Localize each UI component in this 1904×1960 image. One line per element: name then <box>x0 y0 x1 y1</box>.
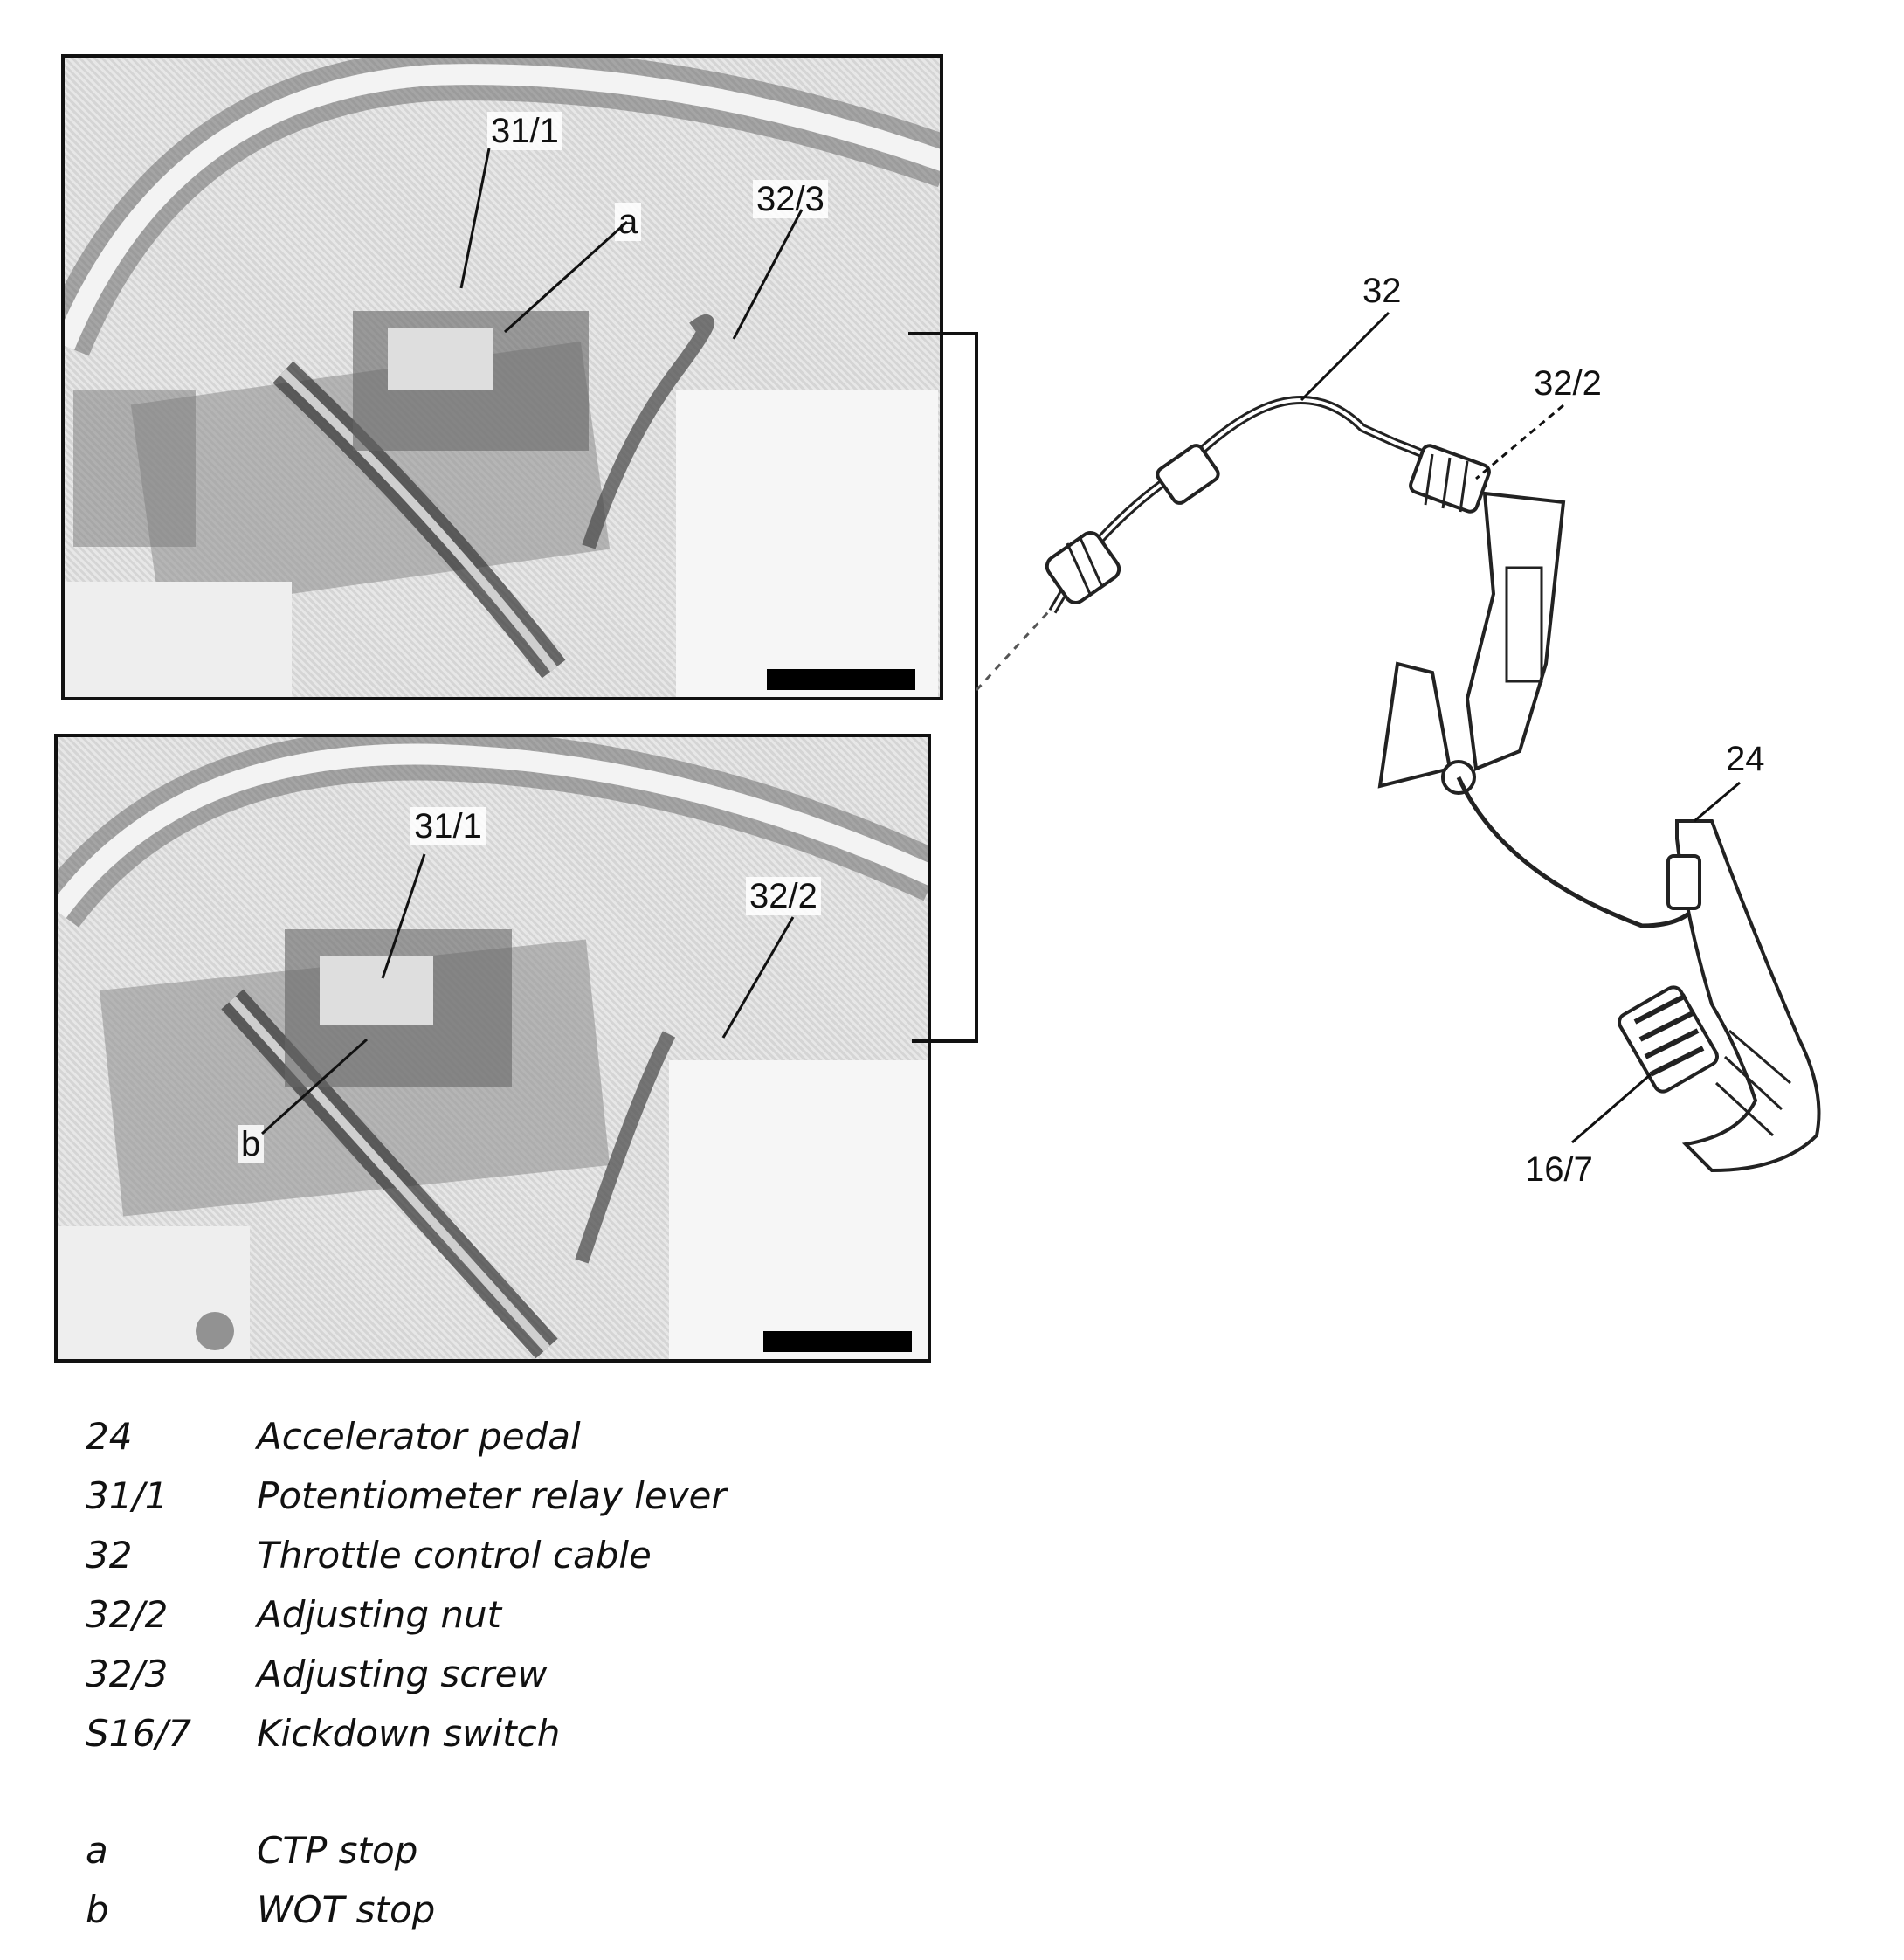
cable-end-boot <box>1045 444 1220 604</box>
legend-row: S16/7 Kickdown switch <box>86 1712 1046 1764</box>
legend-description: Throttle control cable <box>257 1534 652 1577</box>
legend-row: 31/1 Potentiometer relay lever <box>86 1474 1046 1527</box>
accelerator-pedal-drawing <box>1666 819 1821 1173</box>
callout-31-1-top: 31/1 <box>487 112 562 150</box>
leader-24 <box>1694 781 1741 823</box>
engine-photo-top: 31/1 32/3 a <box>61 54 943 700</box>
legend-code: a <box>86 1829 108 1872</box>
leader-32-2-drawing <box>1475 404 1564 480</box>
adjusting-nut-drawing <box>1409 444 1491 514</box>
legend-code: b <box>86 1888 109 1931</box>
throttle-cable <box>1048 396 1487 614</box>
legend-code: S16/7 <box>86 1712 191 1755</box>
legend-row: 24 Accelerator pedal <box>86 1415 1046 1467</box>
legend-description: Accelerator pedal <box>257 1415 581 1458</box>
callout-32-2-drawing: 32/2 <box>1534 364 1602 403</box>
legend-row: 32 Throttle control cable <box>86 1534 1046 1586</box>
engine-photo-bottom: 31/1 32/2 b <box>54 734 931 1363</box>
scale-bar-top <box>767 669 915 690</box>
callout-31-1-bottom: 31/1 <box>410 807 486 845</box>
leader-31-1-bottom <box>381 853 426 979</box>
legend-description: Kickdown switch <box>257 1712 561 1755</box>
callout-32-2-photo: 32/2 <box>746 877 821 915</box>
legend-description: Potentiometer relay lever <box>257 1474 727 1517</box>
dashed-cable-link <box>975 601 1059 692</box>
legend-row: 32/3 Adjusting screw <box>86 1653 1046 1705</box>
leader-a <box>503 220 629 334</box>
callout-32: 32 <box>1362 272 1402 310</box>
leader-16-7 <box>1571 1073 1652 1144</box>
legend-description: Adjusting nut <box>257 1593 502 1636</box>
callout-24: 24 <box>1726 740 1765 778</box>
scale-bar-bottom <box>763 1331 912 1352</box>
legend-row: b WOT stop <box>86 1888 1046 1941</box>
legend-description: Adjusting screw <box>257 1653 548 1695</box>
legend-description: WOT stop <box>257 1888 436 1931</box>
legend-code: 24 <box>86 1415 133 1458</box>
legend-row: a CTP stop <box>86 1829 1046 1881</box>
legend-code: 32 <box>86 1534 133 1577</box>
legend-row: 32/2 Adjusting nut <box>86 1593 1046 1646</box>
engine-photo-top-illustration <box>65 58 940 697</box>
leader-32-2-photo <box>721 916 795 1039</box>
callout-a: a <box>615 203 642 241</box>
leader-31-1-top <box>459 148 491 289</box>
legend-code: 32/2 <box>86 1593 169 1636</box>
legend-code: 31/1 <box>86 1474 169 1517</box>
bracket-connector <box>908 332 978 1043</box>
callout-b: b <box>238 1125 265 1163</box>
legend-description: CTP stop <box>257 1829 418 1872</box>
leader-32 <box>1300 311 1390 402</box>
pedal-lever-bracket <box>1377 491 1706 928</box>
engine-photo-bottom-illustration <box>58 737 928 1359</box>
callout-16-7: 16/7 <box>1525 1150 1593 1189</box>
leader-b <box>260 1038 369 1135</box>
legend-code: 32/3 <box>86 1653 169 1695</box>
callout-32-3: 32/3 <box>753 180 828 218</box>
kickdown-switch-drawing <box>1618 985 1719 1094</box>
leader-32-3 <box>732 209 804 340</box>
